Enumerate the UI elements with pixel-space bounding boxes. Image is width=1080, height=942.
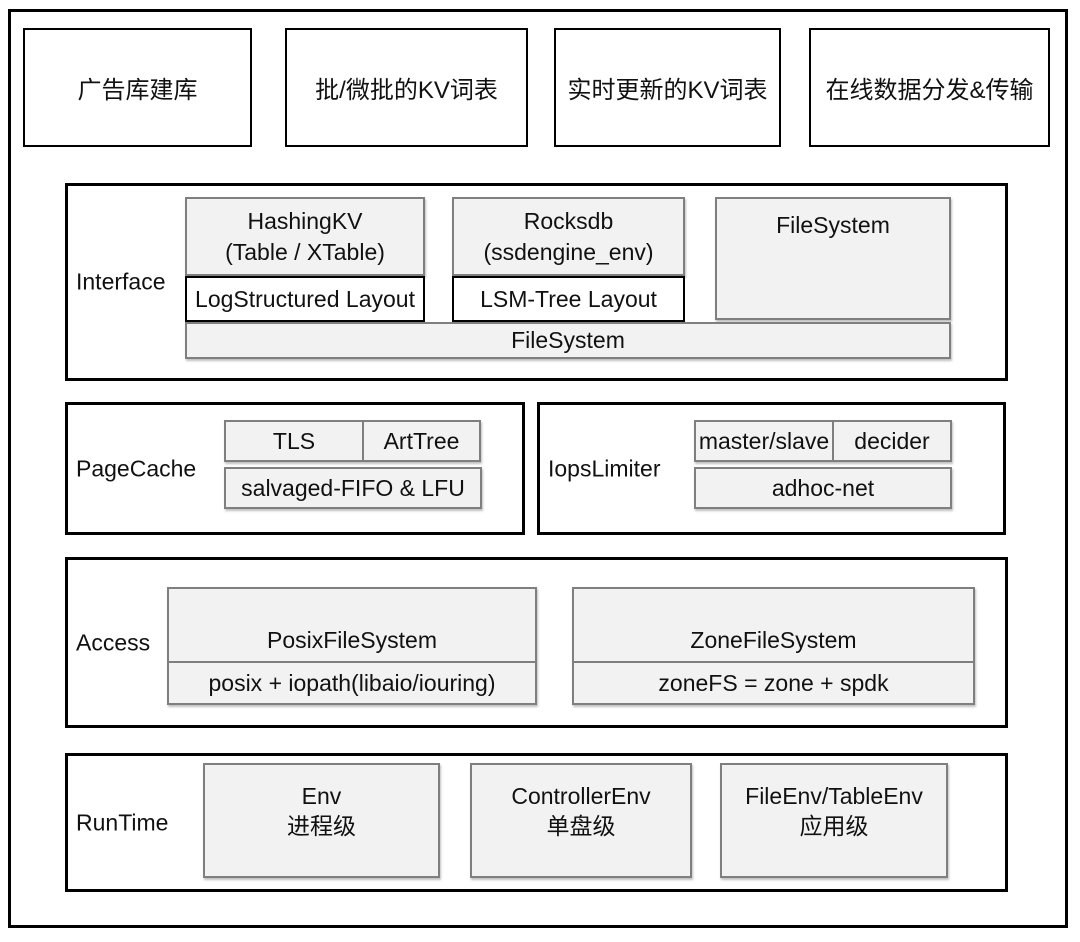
section-interface: Interface HashingKV (Table / XTable) Log… [65,183,1008,381]
master-slave-cell: master/slave [698,427,830,454]
controllerenv-box: ControllerEnv 单盘级 [470,763,692,878]
zone-filesystem-title: ZoneFileSystem [574,589,973,663]
section-access: Access PosixFileSystem posix + iopath(li… [65,557,1008,728]
salvaged-fifo-lfu-label: salvaged-FIFO & LFU [241,474,465,501]
adhoc-net-box: adhoc-net [694,467,952,509]
outer-frame [8,9,1068,928]
env-subtitle: 进程级 [287,813,356,840]
decider-cell: decider [832,422,950,460]
controllerenv-title: ControllerEnv [511,783,651,809]
pagecache-row1: TLS ArtTree [224,420,481,462]
section-interface-label: Interface [76,268,166,295]
env-title: Env [301,783,342,809]
section-runtime: RunTime Env 进程级 ControllerEnv 单盘级 FileEn… [65,753,1008,892]
zone-filesystem-detail: zoneFS = zone + spdk [658,669,889,696]
tls-cell: TLS [272,427,316,454]
top-box-label: 批/微批的KV词表 [315,77,498,104]
arttree-cell: ArtTree [362,422,479,460]
lsmtree-layout-box: LSM-Tree Layout [452,276,685,322]
hashingkv-subtitle: (Table / XTable) [225,238,385,265]
top-box-ad-library: 广告库建库 [23,28,252,147]
top-box-label: 实时更新的KV词表 [567,77,768,104]
rocksdb-title: Rocksdb [523,208,614,235]
section-pagecache-label: PageCache [76,455,197,481]
top-box-batch-kv: 批/微批的KV词表 [285,28,528,147]
iopslimiter-row1: master/slave decider [694,420,952,462]
filesystem-box: FileSystem [715,197,951,320]
filesystem-box-label: FileSystem [776,212,890,238]
section-runtime-label: RunTime [76,809,169,835]
section-iopslimiter: IopsLimiter master/slave decider adhoc-n… [537,402,1006,535]
top-box-realtime-kv: 实时更新的KV词表 [554,28,781,147]
section-pagecache: PageCache TLS ArtTree salvaged-FIFO & LF… [65,402,525,535]
section-access-label: Access [76,629,151,655]
adhoc-net-label: adhoc-net [771,474,875,501]
section-iopslimiter-label: IopsLimiter [548,455,661,481]
hashingkv-title: HashingKV [247,208,363,235]
posix-filesystem-box: PosixFileSystem posix + iopath(libaio/io… [167,587,537,705]
fileenv-tableenv-title: FileEnv/TableEnv [745,783,923,809]
top-box-label: 在线数据分发&传输 [825,77,1034,104]
controllerenv-subtitle: 单盘级 [546,813,616,840]
fileenv-tableenv-subtitle: 应用级 [799,813,869,840]
fileenv-tableenv-box: FileEnv/TableEnv 应用级 [720,763,948,878]
top-box-label: 广告库建库 [77,77,198,104]
hashingkv-box: HashingKV (Table / XTable) [185,197,425,276]
filesystem-bar-label: FileSystem [511,327,625,354]
rocksdb-box: Rocksdb (ssdengine_env) [452,197,685,276]
env-box: Env 进程级 [203,763,440,878]
filesystem-bar: FileSystem [185,322,951,359]
rocksdb-subtitle: (ssdengine_env) [483,238,654,265]
hashingkv-column: HashingKV (Table / XTable) LogStructured… [185,197,425,322]
posix-filesystem-detail: posix + iopath(libaio/iouring) [208,669,496,696]
top-box-online-distribution: 在线数据分发&传输 [809,28,1050,147]
rocksdb-column: Rocksdb (ssdengine_env) LSM-Tree Layout [452,197,685,322]
posix-filesystem-title: PosixFileSystem [169,589,535,663]
zone-filesystem-box: ZoneFileSystem zoneFS = zone + spdk [572,587,975,705]
logstructured-layout-box: LogStructured Layout [185,276,425,322]
salvaged-fifo-lfu-box: salvaged-FIFO & LFU [224,467,482,509]
